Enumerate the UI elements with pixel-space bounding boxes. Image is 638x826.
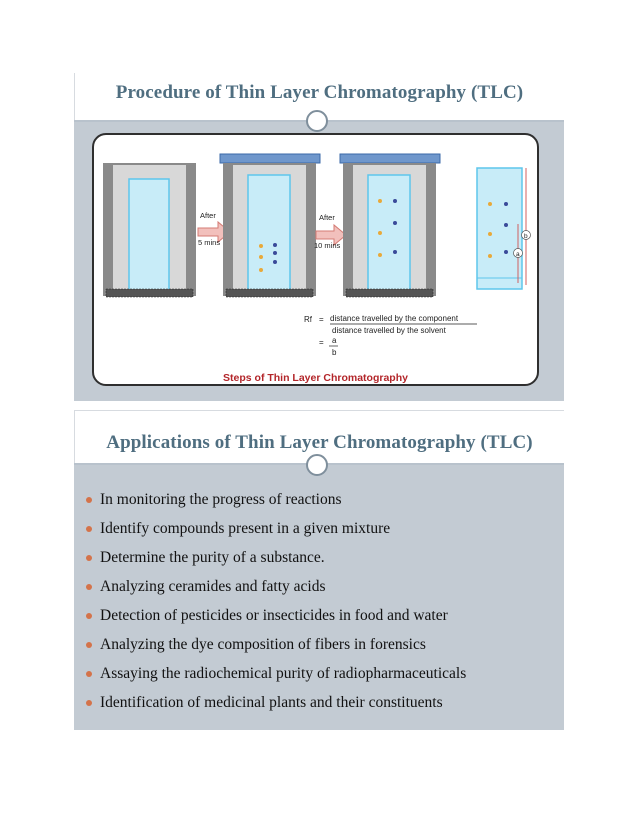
tlc-steps-figure: After 5 mins After — [92, 133, 539, 386]
list-item-text: Analyzing the dye composition of fibers … — [100, 636, 426, 653]
bullet-icon — [86, 526, 92, 532]
rf-formula: Rf = distance travelled by the component… — [304, 314, 477, 357]
developed-plate: b a — [476, 167, 531, 290]
arrow-2-top-label: After — [319, 213, 335, 222]
bullet-icon — [86, 555, 92, 561]
bullet-icon — [86, 497, 92, 503]
list-item-text: Determine the purity of a substance. — [100, 549, 325, 566]
list-item: Analyzing the dye composition of fibers … — [74, 630, 564, 659]
slide-title: Procedure of Thin Layer Chromatography (… — [115, 82, 524, 103]
bullet-icon — [86, 584, 92, 590]
b-label: b — [524, 233, 528, 240]
list-item: Assaying the radiochemical purity of rad… — [74, 659, 564, 688]
divider-ring-icon — [306, 110, 328, 132]
slide-title: Applications of Thin Layer Chromatograph… — [106, 432, 533, 453]
list-item-text: Identify compounds present in a given mi… — [100, 520, 391, 537]
list-item: Determine the purity of a substance. — [74, 543, 564, 572]
rf-equals-2: = — [319, 338, 324, 347]
divider-ring-icon — [306, 454, 328, 476]
rf-numerator: distance travelled by the component — [330, 314, 459, 323]
rf-denominator: distance travelled by the solvent — [332, 326, 447, 335]
rf-equals: = — [319, 315, 324, 324]
bullet-icon — [86, 671, 92, 677]
list-item-text: Identification of medicinal plants and t… — [100, 694, 443, 711]
list-item-text: Assaying the radiochemical purity of rad… — [100, 665, 467, 682]
arrow-2-bottom-label: 10 mins — [314, 241, 341, 250]
arrow-2: After 10 mins — [314, 213, 347, 250]
arrow-1-bottom-label: 5 mins — [198, 238, 220, 247]
fraction-a: a — [332, 336, 337, 345]
bullet-icon — [86, 642, 92, 648]
list-item-text: Detection of pesticides or insecticides … — [100, 607, 448, 624]
tlc-diagram: After 5 mins After — [103, 153, 531, 357]
applications-list: In monitoring the progress of reactions … — [74, 485, 564, 717]
rf-label: Rf — [304, 315, 313, 324]
list-item-text: In monitoring the progress of reactions — [100, 491, 342, 508]
fraction-b: b — [332, 348, 337, 357]
list-item: Identify compounds present in a given mi… — [74, 514, 564, 543]
list-item: Analyzing ceramides and fatty acids — [74, 572, 564, 601]
bullet-icon — [86, 613, 92, 619]
slide-applications: Applications of Thin Layer Chromatograph… — [74, 410, 564, 730]
list-item: In monitoring the progress of reactions — [74, 485, 564, 514]
beaker-3 — [339, 153, 441, 298]
list-item: Identification of medicinal plants and t… — [74, 688, 564, 717]
bullet-icon — [86, 700, 92, 706]
slide-procedure: Procedure of Thin Layer Chromatography (… — [74, 73, 564, 401]
beaker-1 — [103, 163, 196, 298]
beaker-2 — [219, 153, 321, 298]
figure-caption: Steps of Thin Layer Chromatography — [223, 372, 408, 384]
arrow-1-top-label: After — [200, 211, 216, 220]
list-item: Detection of pesticides or insecticides … — [74, 601, 564, 630]
a-label: a — [516, 251, 520, 258]
list-item-text: Analyzing ceramides and fatty acids — [100, 578, 326, 595]
